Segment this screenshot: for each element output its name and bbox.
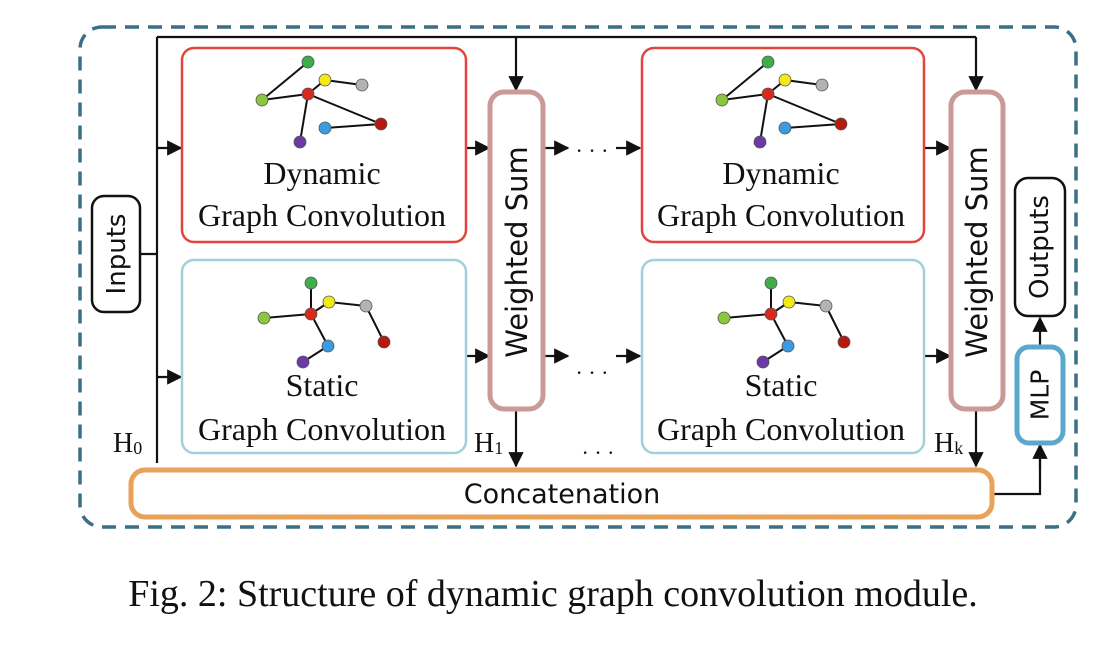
dynamic-graph-node xyxy=(255,93,269,107)
dynamic-graph-node xyxy=(761,55,775,69)
static-graph-edge xyxy=(263,313,312,319)
static-graph-node xyxy=(296,355,310,369)
dynamic-graph-edge xyxy=(324,123,382,129)
dynamic-graph-edge xyxy=(261,61,309,101)
mlp-node: MLP xyxy=(1014,344,1066,446)
dynamic-block-1-line2: Graph Convolution xyxy=(198,197,446,233)
dynamic-graph-node xyxy=(761,87,775,101)
static-graph-node xyxy=(764,276,778,290)
static-graph-conv-block-1: Static Graph Convolution xyxy=(180,258,468,455)
dynamic-graph-node xyxy=(715,93,729,107)
static-block-2-line2: Graph Convolution xyxy=(657,411,905,447)
weighted-sum-2-label: Weighted Sum xyxy=(960,146,994,358)
static-graph-node xyxy=(781,339,795,353)
static-graph-node xyxy=(717,311,731,325)
dynamic-graph-edge xyxy=(261,93,309,101)
dynamic-graph-node xyxy=(318,73,332,87)
static-graph-node xyxy=(322,295,336,309)
dynamic-graph-node xyxy=(753,135,767,149)
dynamic-block-2-line2: Graph Convolution xyxy=(657,197,905,233)
dynamic-block-1-line1: Dynamic xyxy=(263,155,380,191)
weighted-sum-1-label: Weighted Sum xyxy=(500,146,534,358)
static-graph-node xyxy=(782,295,796,309)
mlp-label: MLP xyxy=(1026,370,1055,421)
connectors xyxy=(140,35,1048,496)
concatenation-label: Concatenation xyxy=(464,479,660,510)
dynamic-graph-edge xyxy=(767,93,842,125)
dynamic-graph-node xyxy=(318,121,332,135)
ellipsis-hidden: · · · xyxy=(582,440,615,465)
dynamic-graph-node xyxy=(293,135,307,149)
dynamic-graph-conv-block-2: Dynamic Graph Convolution xyxy=(640,46,926,244)
static-graph-node xyxy=(359,299,373,313)
dynamic-graph-node xyxy=(355,78,369,92)
static-graph-node xyxy=(764,307,778,321)
dynamic-graph-node xyxy=(778,121,792,135)
static-graph-node xyxy=(321,339,335,353)
static-graph-edge xyxy=(825,305,845,343)
static-graph-node xyxy=(819,299,833,313)
hidden-label-hk: Hk xyxy=(934,428,963,459)
dynamic-graph-node xyxy=(834,117,848,131)
dynamic-graph-node xyxy=(815,78,829,92)
static-block-1-line2: Graph Convolution xyxy=(198,411,446,447)
ellipsis-top: · · · xyxy=(576,138,609,163)
ellipsis-bottom: · · · xyxy=(576,360,609,385)
weighted-sum-2: Weighted Sum xyxy=(948,89,1006,412)
dynamic-graph-node xyxy=(374,117,388,131)
static-graph-node xyxy=(257,311,271,325)
module-frame xyxy=(78,25,1078,529)
static-graph-node xyxy=(304,276,318,290)
figure-caption: Fig. 2: Structure of dynamic graph convo… xyxy=(128,573,978,615)
hidden-label-h1: H1 xyxy=(474,428,503,459)
dynamic-graph-edge xyxy=(784,123,842,129)
outputs-node: Outputs xyxy=(1013,176,1067,318)
static-graph-node xyxy=(837,335,851,349)
concatenation-node: Concatenation xyxy=(128,467,995,520)
static-graph-edge xyxy=(365,305,385,343)
static-graph-conv-block-2: Static Graph Convolution xyxy=(640,258,926,455)
dynamic-graph-node xyxy=(301,87,315,101)
dynamic-graph-conv-block-1: Dynamic Graph Convolution xyxy=(180,46,468,244)
static-graph-edge xyxy=(723,313,772,319)
static-graph-node xyxy=(304,307,318,321)
static-graph-node xyxy=(756,355,770,369)
dynamic-graph-edge xyxy=(721,61,769,101)
static-block-1-line1: Static xyxy=(286,367,359,403)
weighted-sum-1: Weighted Sum xyxy=(487,89,546,412)
static-graph-node xyxy=(377,335,391,349)
inputs-node: Inputs xyxy=(90,194,142,314)
hidden-label-h0: H0 xyxy=(113,428,142,459)
dynamic-graph-edge xyxy=(721,93,769,101)
dynamic-graph-edge xyxy=(299,93,309,143)
dynamic-graph-edge xyxy=(759,93,769,143)
outputs-label: Outputs xyxy=(1025,195,1055,299)
static-block-2-line1: Static xyxy=(745,367,818,403)
dynamic-graph-node xyxy=(301,55,315,69)
inputs-label: Inputs xyxy=(102,214,132,295)
dynamic-block-2-line1: Dynamic xyxy=(722,155,839,191)
dynamic-graph-node xyxy=(778,73,792,87)
dynamic-graph-edge xyxy=(307,93,382,125)
